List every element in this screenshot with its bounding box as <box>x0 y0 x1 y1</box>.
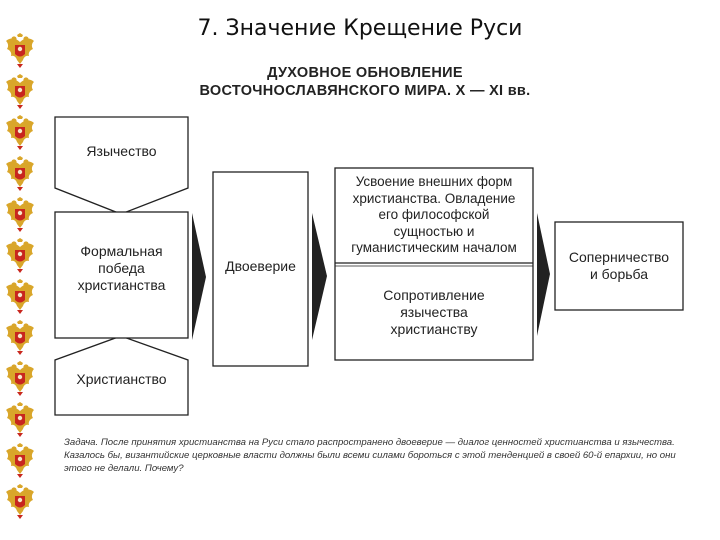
double-headed-eagle-icon <box>6 484 34 519</box>
double-headed-eagle-icon <box>6 443 34 478</box>
adoption-line4: сущностью и <box>393 223 475 239</box>
double-headed-eagle-icon <box>6 156 34 191</box>
dual-faith-box <box>212 171 309 367</box>
adoption-line3: его философской <box>378 207 490 222</box>
dual-faith-label: Двоеверие <box>225 258 296 274</box>
double-headed-eagle-icon <box>6 115 34 150</box>
diagram-heading-line2: ВОСТОЧНОСЛАВЯНСКОГО МИРА. X — XI вв. <box>199 83 531 99</box>
rivalry-label: Соперничество и борьба <box>555 249 683 283</box>
slide-title: 7. Значение Крещение Руси <box>197 16 523 41</box>
task-text: Задача. После принятия христианства на Р… <box>64 436 688 475</box>
diagram-heading: ДУХОВНОЕ ОБНОВЛЕНИЕ ВОСТОЧНОСЛАВЯНСКОГО … <box>150 64 580 100</box>
christianity-box <box>54 335 189 416</box>
double-headed-eagle-icon <box>6 320 34 355</box>
task-label: Задача. <box>64 437 99 448</box>
resistance-line2: язычества <box>400 304 468 320</box>
task-body: После принятия христианства на Руси стал… <box>64 437 676 474</box>
double-headed-eagle-icon <box>6 361 34 396</box>
double-headed-eagle-icon <box>6 33 34 68</box>
resistance-line3: христианству <box>390 321 478 337</box>
arrow-right-1 <box>192 213 206 340</box>
adoption-label: Усвоение внешних форм христианства. Овла… <box>335 174 533 257</box>
christianity-label: Христианство <box>76 371 167 387</box>
paganism-label: Язычество <box>86 143 157 159</box>
double-headed-eagle-icon <box>6 279 34 314</box>
formal-victory-line1: Формальная <box>80 243 163 259</box>
formal-victory-line2: победа <box>98 260 145 276</box>
formal-victory-line3: христианства <box>77 277 166 293</box>
arrow-right-3 <box>537 213 550 336</box>
adoption-line2: христианства. Овладение <box>352 190 516 206</box>
formal-victory-label: Формальная победа христианства <box>55 243 188 294</box>
arrow-right-2 <box>312 213 327 340</box>
outcomes-group <box>334 167 534 361</box>
diagram-heading-line1: ДУХОВНОЕ ОБНОВЛЕНИЕ <box>267 65 463 81</box>
double-headed-eagle-icon <box>6 74 34 109</box>
adoption-line5: гуманистическим началом <box>351 240 517 255</box>
emblem-strip <box>2 33 38 533</box>
formal-victory-box <box>54 211 189 339</box>
rivalry-line1: Соперничество <box>568 249 670 265</box>
rivalry-line2: и борьба <box>589 266 649 282</box>
paganism-box <box>54 116 189 215</box>
double-headed-eagle-icon <box>6 197 34 232</box>
double-headed-eagle-icon <box>6 402 34 437</box>
rivalry-box <box>554 221 684 311</box>
resistance-label: Сопротивление язычества христианству <box>335 287 533 338</box>
adoption-line1: Усвоение внешних форм <box>355 174 513 189</box>
resistance-line1: Сопротивление <box>383 287 485 303</box>
double-headed-eagle-icon <box>6 238 34 273</box>
